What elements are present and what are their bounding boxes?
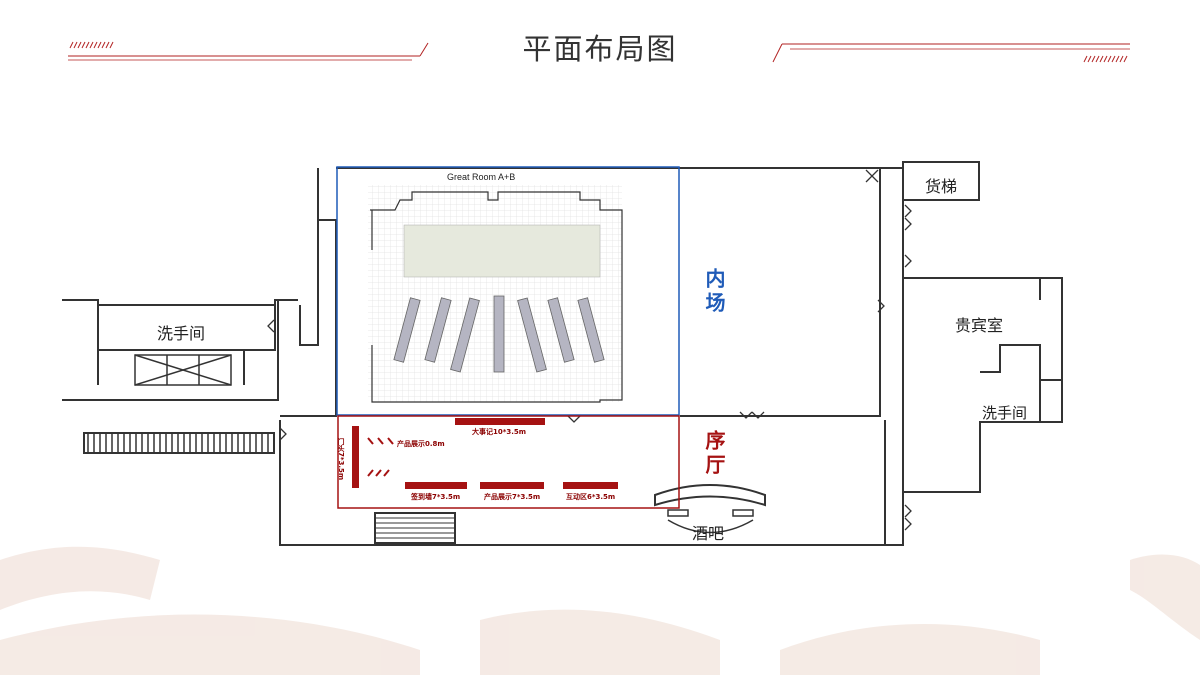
booth-gate	[352, 426, 359, 488]
gate-label: 门头7*3.5m	[337, 438, 345, 481]
hall-name: Great Room A+B	[447, 172, 516, 182]
restroom-cubicles	[134, 354, 232, 386]
stairs-bottom	[375, 517, 455, 539]
hall-inner-wall	[370, 191, 623, 403]
bar-counter	[667, 509, 754, 534]
elevator-label: 货梯	[925, 177, 958, 196]
booth-milestones	[455, 418, 545, 425]
booth-interactive	[563, 482, 618, 489]
inner-hall-boundary	[336, 166, 680, 416]
booth-product-display	[480, 482, 544, 489]
doors	[267, 169, 912, 531]
stage-area	[403, 224, 601, 278]
background-decoration	[0, 546, 1200, 675]
vip-room-label: 贵宾室	[955, 316, 1004, 335]
booth-sign-wall	[405, 482, 467, 489]
product-display-small	[367, 437, 394, 477]
booths	[352, 418, 618, 489]
foyer-boundary	[337, 415, 680, 509]
header-decoration-right	[772, 43, 1130, 63]
page-title: 平面布局图	[522, 32, 678, 66]
foyer-zone-label: 序厅	[702, 430, 726, 478]
milestones-label: 大事记10*3.5m	[472, 428, 527, 436]
product-display-small-label: 产品展示0.8m	[397, 440, 445, 448]
restroom-right-label: 洗手间	[982, 404, 1028, 422]
stairs-left	[87, 433, 269, 453]
sign-wall-label: 签到墙7*3.5m	[411, 493, 461, 501]
product-display-label: 产品展示7*3.5m	[484, 493, 541, 501]
bar-label: 酒吧	[692, 524, 725, 543]
inner-zone-label: 内场	[702, 268, 726, 316]
header-decoration-left	[68, 41, 429, 61]
building-walls	[62, 161, 1063, 546]
seating-rows	[393, 295, 605, 373]
interactive-label: 互动区6*3.5m	[566, 493, 616, 501]
restroom-left-label: 洗手间	[157, 324, 206, 343]
